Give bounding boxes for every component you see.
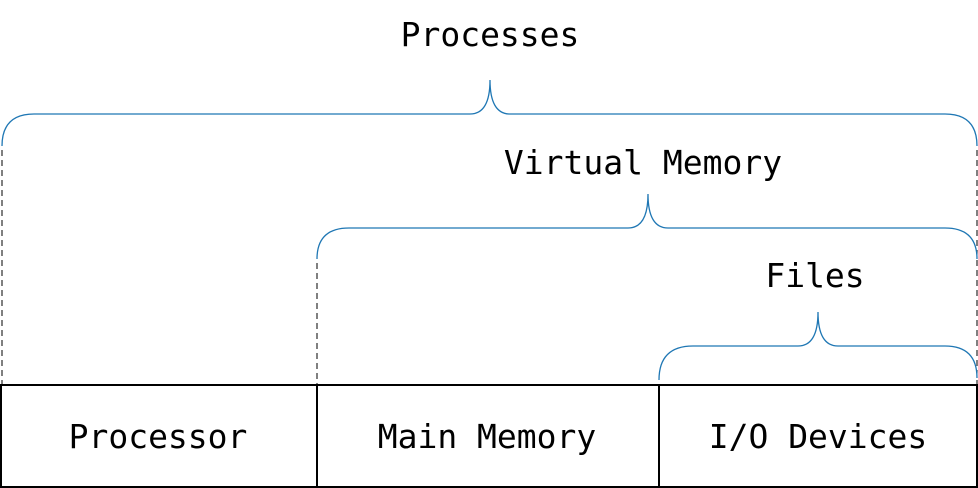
processes-brace: [1, 79, 978, 147]
virtual-memory-label: Virtual Memory: [504, 143, 782, 182]
main-memory-box: [316, 384, 660, 488]
io-devices-label: I/O Devices: [709, 417, 928, 456]
io-devices-component: I/O Devices: [658, 384, 978, 488]
io-devices-box: [658, 384, 978, 488]
files-brace: [658, 311, 978, 381]
processes-label: Processes: [401, 15, 580, 54]
files-label: Files: [765, 256, 864, 295]
processor-component: Processor: [0, 384, 318, 488]
processor-label: Processor: [69, 417, 248, 456]
main-memory-label: Main Memory: [378, 417, 597, 456]
virtual-memory-brace: [316, 193, 978, 260]
main-memory-component: Main Memory: [316, 384, 660, 488]
